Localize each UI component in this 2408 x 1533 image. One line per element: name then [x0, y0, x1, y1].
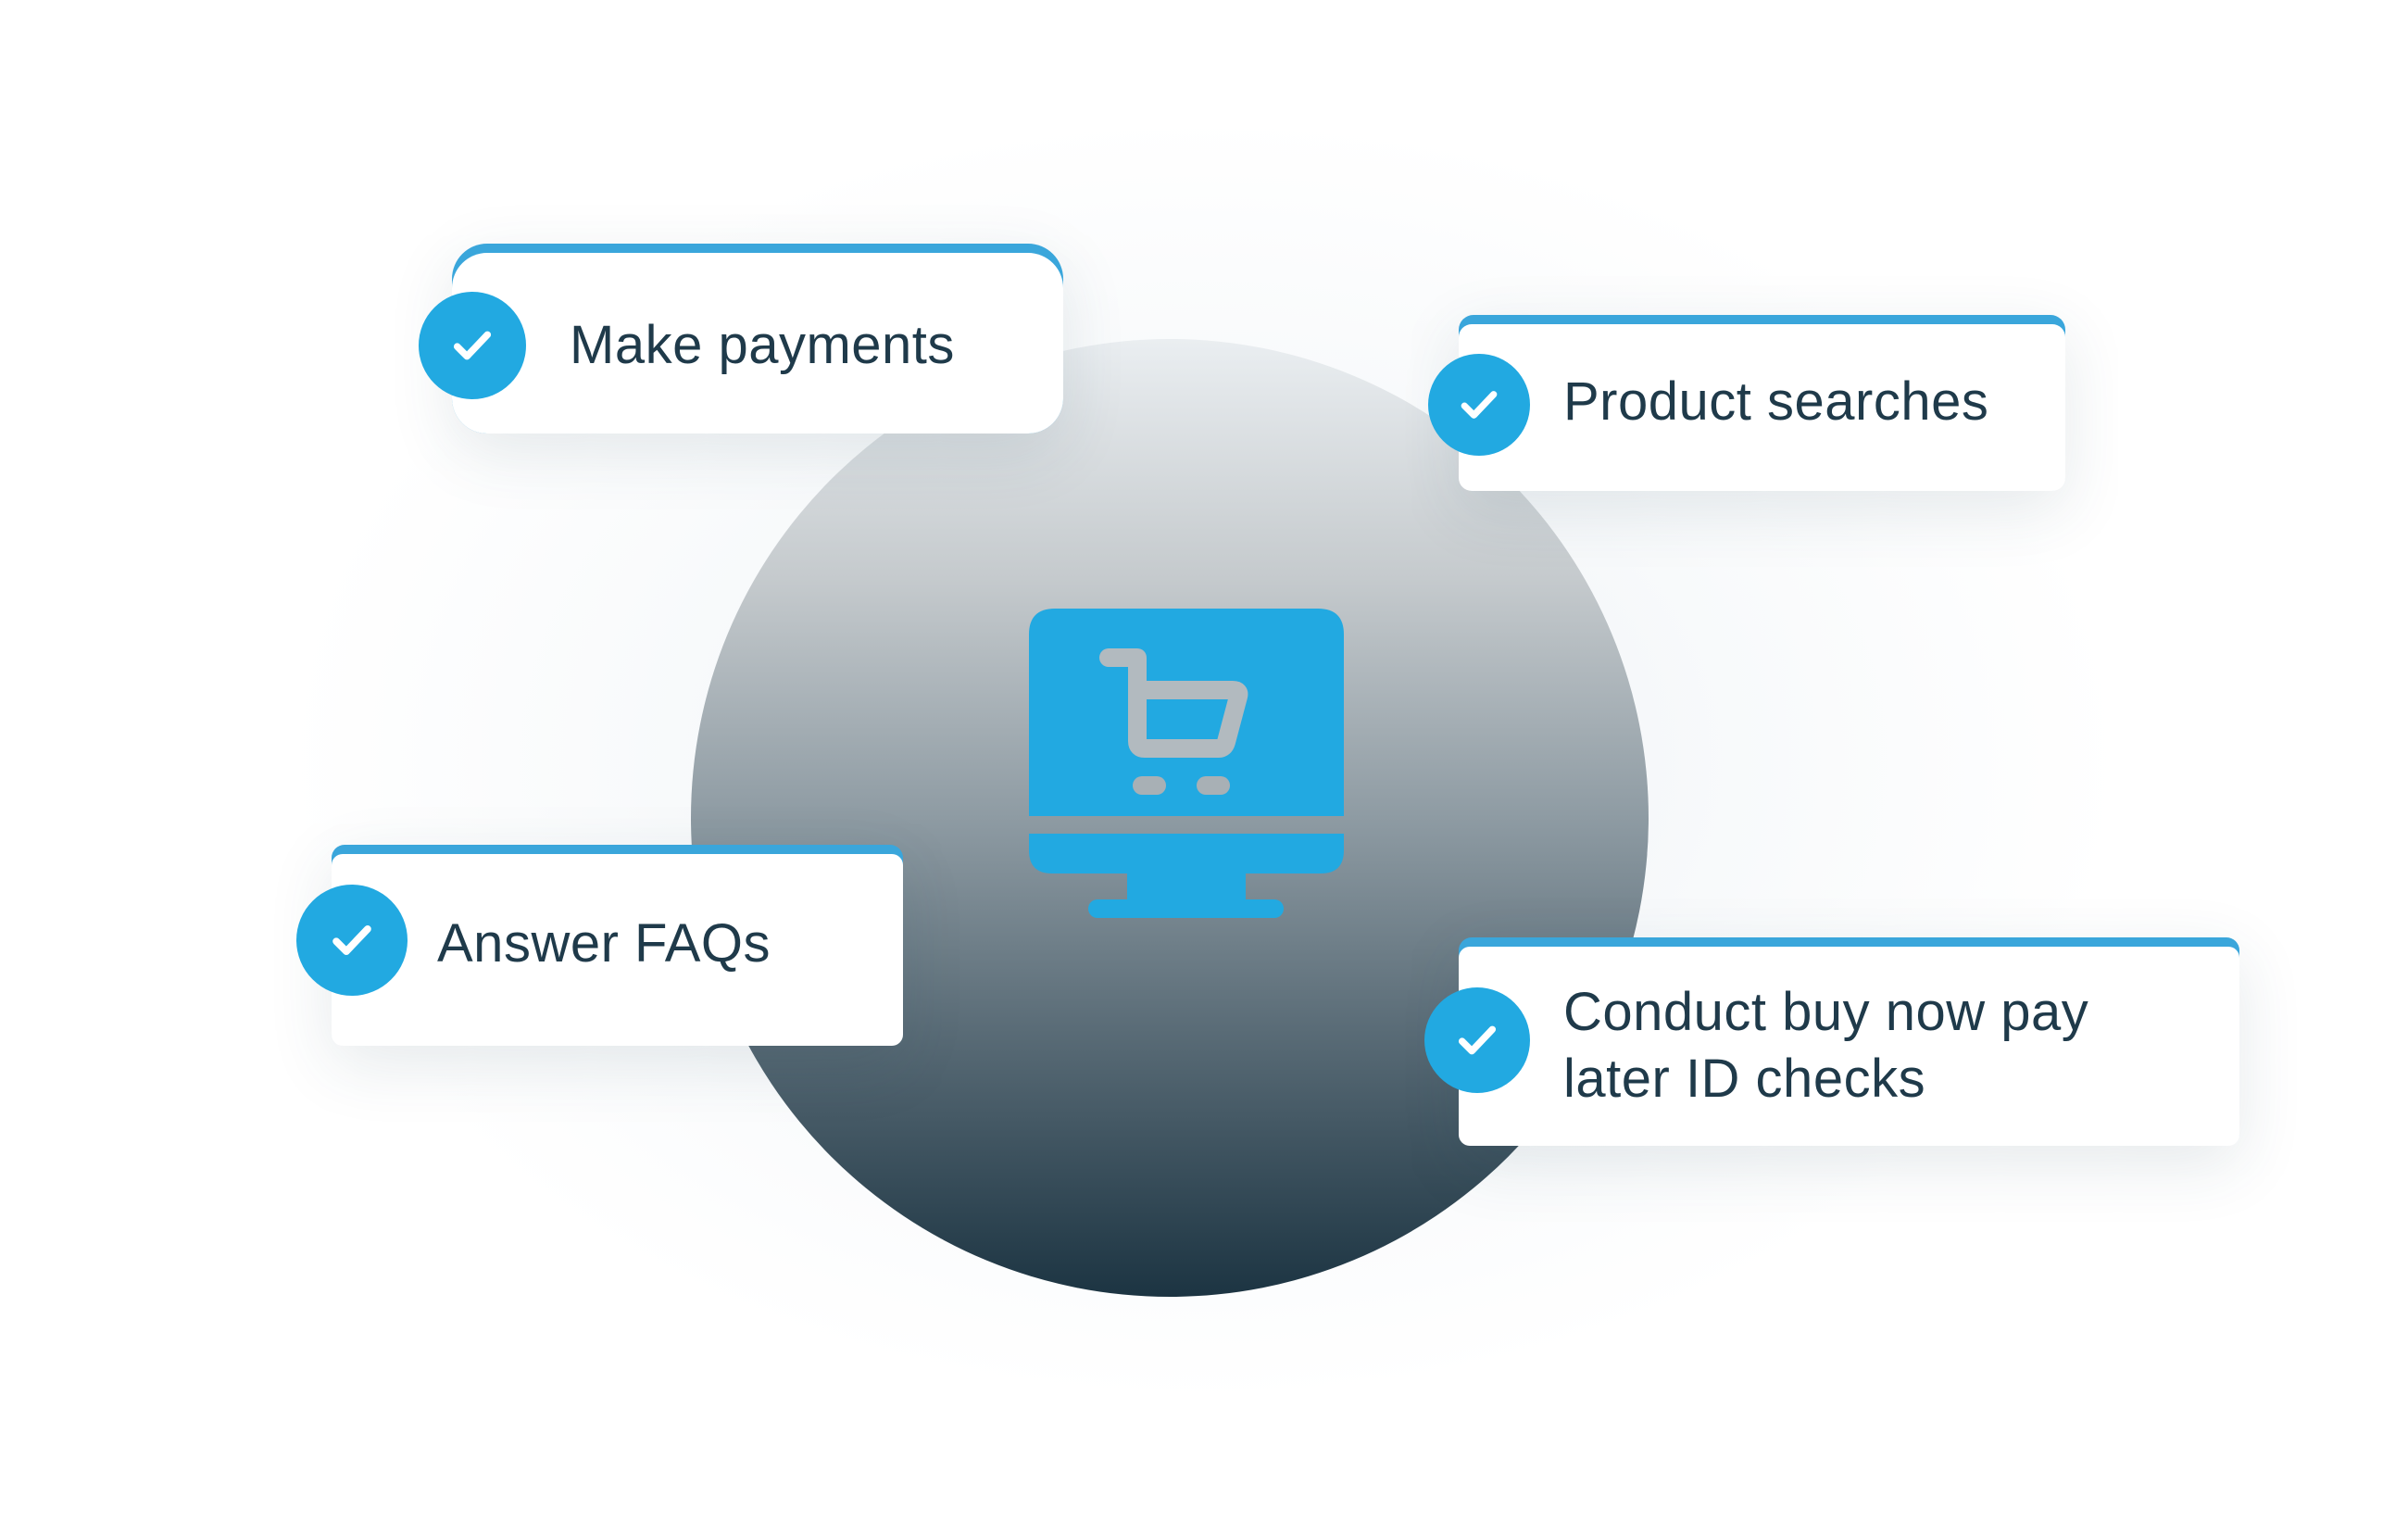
- check-icon: [419, 292, 526, 399]
- feature-label: Make payments: [570, 315, 955, 375]
- check-icon: [1428, 354, 1530, 456]
- check-icon: [296, 885, 408, 996]
- feature-label-line2: later ID checks: [1563, 1049, 1926, 1109]
- check-icon: [1424, 987, 1530, 1093]
- monitor-shopping-cart-icon: [1029, 609, 1344, 918]
- feature-card-bnpl-id-checks: [1459, 937, 2239, 1146]
- feature-label: Answer FAQs: [437, 913, 771, 974]
- feature-card-make-payments: [452, 244, 1063, 434]
- feature-label-line1: Conduct buy now pay: [1563, 982, 2089, 1042]
- feature-card-product-searches: [1459, 315, 2065, 491]
- feature-card-answer-faqs: [332, 845, 903, 1046]
- feature-label: Product searches: [1563, 371, 1989, 432]
